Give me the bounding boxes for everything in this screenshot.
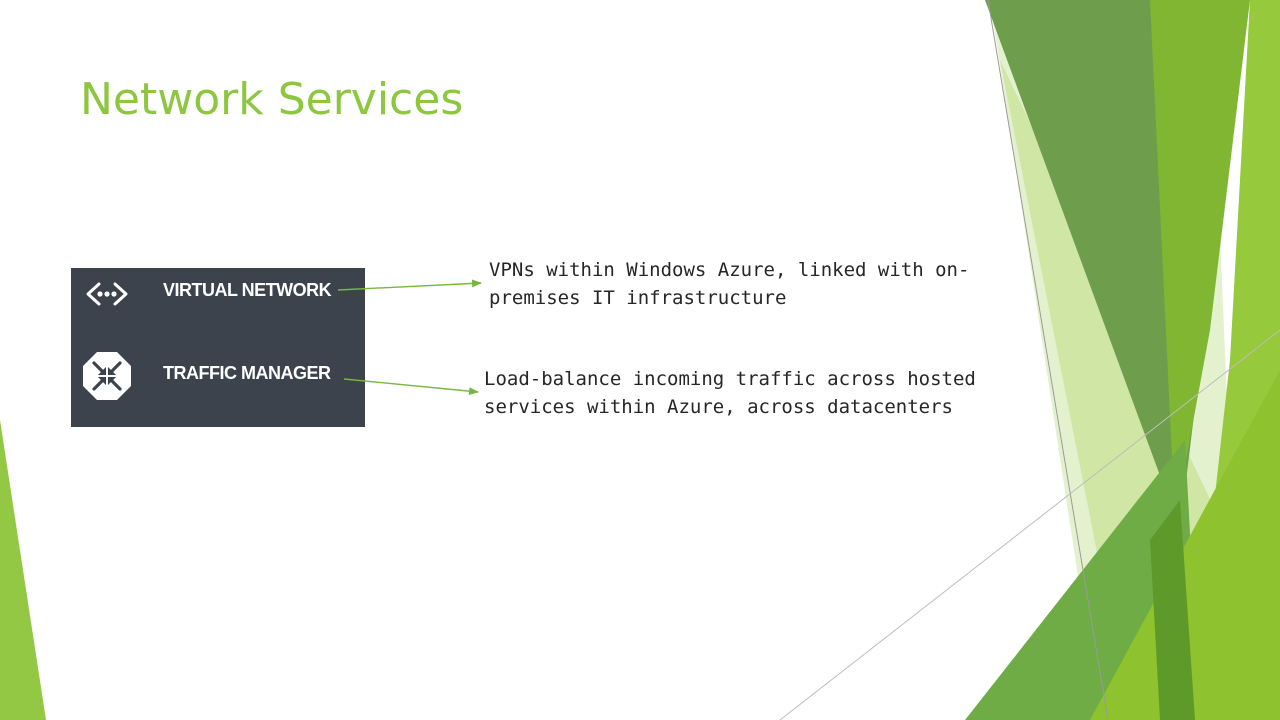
left-edge-shape — [0, 420, 46, 720]
decor-line-vertical — [987, 0, 1109, 720]
right-facet-mid — [1150, 0, 1250, 520]
decor-line-diagonal — [779, 329, 1280, 720]
services-panel: VIRTUAL NETWORK TRAFFIC MANAGER — [71, 268, 365, 427]
virtual-network-label: VIRTUAL NETWORK — [163, 280, 332, 300]
virtual-network-description: VPNs within Windows Azure, linked with o… — [489, 256, 969, 312]
right-facet-bottom-accent — [1150, 500, 1195, 720]
traffic-manager-description: Load-balance incoming traffic across hos… — [484, 365, 976, 421]
traffic-manager-description-line: Load-balance incoming traffic across hos… — [484, 368, 976, 390]
right-facet-dark — [985, 0, 1205, 530]
virtual-network-item: VIRTUAL NETWORK — [71, 268, 365, 328]
right-facet-bottom-bright — [1090, 370, 1280, 720]
virtual-network-description-line: VPNs within Windows Azure, linked with o… — [489, 259, 970, 281]
traffic-manager-description-line: services within Azure, across datacenter… — [484, 396, 953, 418]
traffic-manager-item: TRAFFIC MANAGER — [71, 345, 365, 405]
traffic-manager-label: TRAFFIC MANAGER — [163, 363, 331, 383]
virtual-network-description-line: premises IT infrastructure — [489, 287, 787, 309]
traffic-manager-icon — [83, 352, 131, 400]
virtual-network-icon — [86, 282, 128, 306]
slide-title: Network Services — [80, 74, 464, 125]
